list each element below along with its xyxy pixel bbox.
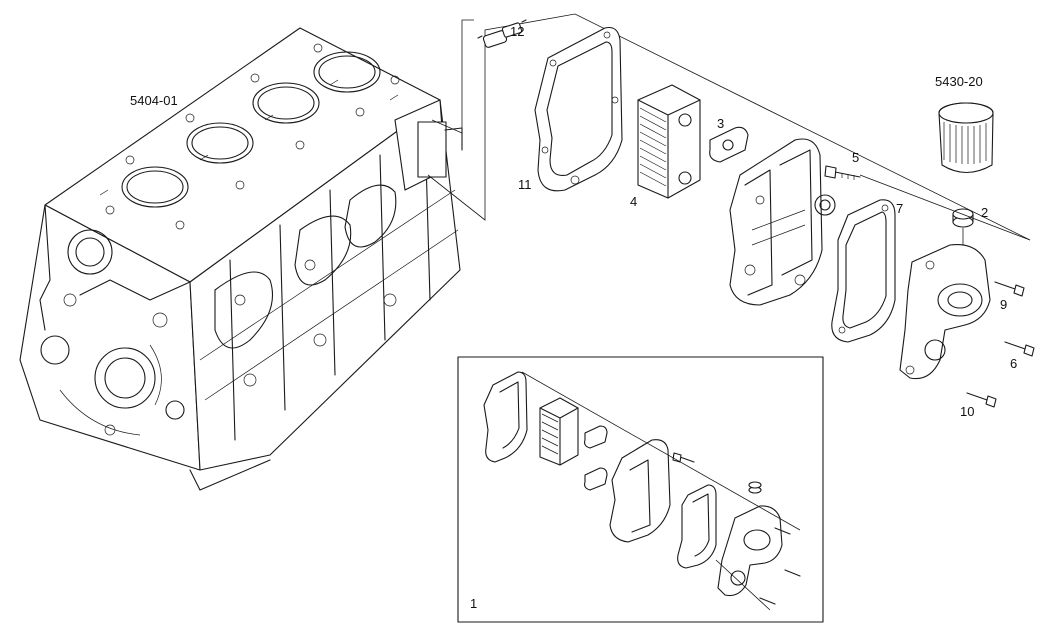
gasket-part-7 xyxy=(831,199,896,343)
sensor-part-12 xyxy=(477,19,527,48)
small-gasket-part-3 xyxy=(709,126,749,163)
filter-head-housing xyxy=(899,244,991,380)
bolt-part-5 xyxy=(824,165,861,180)
label-part-1: 1 xyxy=(470,596,478,611)
label-filter-5430-20: 5430-20 xyxy=(935,74,983,89)
label-part-11: 11 xyxy=(518,177,532,192)
bolt-part-10 xyxy=(966,392,997,408)
oil-cooler-part-4 xyxy=(637,84,701,199)
label-block-5404-01: 5404-01 xyxy=(130,93,178,108)
label-part-6: 6 xyxy=(1010,356,1018,371)
bolt-part-9 xyxy=(994,281,1025,297)
oil-filter-5430-20 xyxy=(938,102,994,174)
label-part-5: 5 xyxy=(852,150,860,165)
label-part-7: 7 xyxy=(896,201,904,216)
label-part-2: 2 xyxy=(981,205,989,220)
bolt-part-6 xyxy=(1004,341,1035,357)
label-part-10: 10 xyxy=(960,404,975,419)
kit-box-part-1 xyxy=(457,356,824,623)
label-part-4: 4 xyxy=(630,194,638,209)
label-part-12: 12 xyxy=(510,24,525,39)
gasket-part-11 xyxy=(534,26,623,192)
label-part-9: 9 xyxy=(1000,297,1008,312)
engine-block xyxy=(19,27,463,491)
oil-filter-housing xyxy=(729,138,836,306)
label-part-3: 3 xyxy=(717,116,725,131)
callout-leaders xyxy=(427,13,1031,241)
